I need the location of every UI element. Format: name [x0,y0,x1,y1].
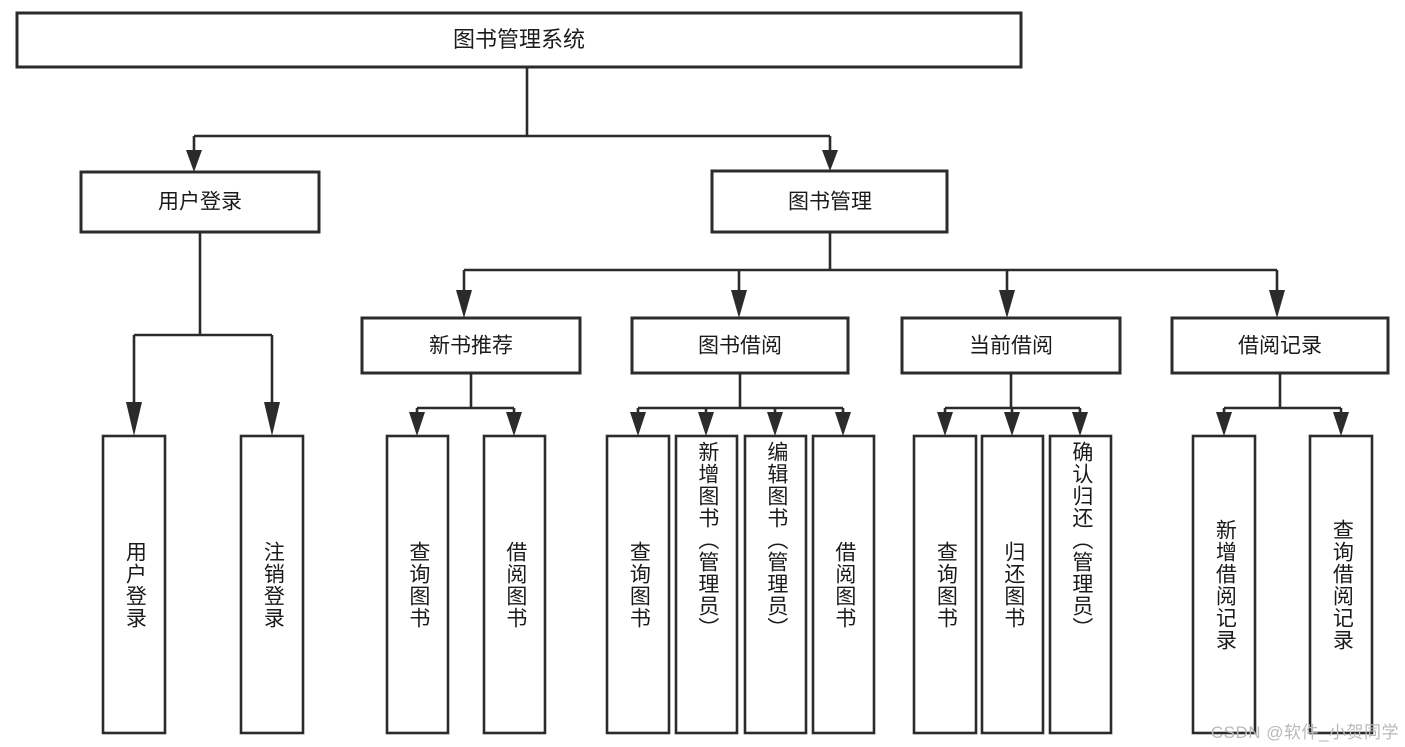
leaf-box-add-record[interactable] [1191,434,1257,735]
node-book-manage-label: 图书管理 [788,191,872,214]
node-root-box[interactable] [15,11,1023,69]
leaf-box-return-book[interactable] [980,434,1045,735]
arrowhead-book-manage [822,150,838,171]
leaf-box-query-record[interactable] [1308,434,1374,735]
node-current-borrow-box[interactable] [900,316,1122,375]
arrowhead-leaf-query-book-2 [630,412,646,436]
node-user-login[interactable]: 用户登录 [79,170,321,234]
node-current-borrow-label: 当前借阅 [969,335,1053,358]
arrowhead-leaf-add-book [698,412,714,436]
arrowhead-leaf-user-login [126,402,142,436]
node-root-label: 图书管理系统 [453,27,585,52]
arrowhead-leaf-edit-book [767,412,783,436]
node-borrow-record-box[interactable] [1170,316,1390,375]
leaf-box-query-book-2[interactable] [605,434,671,735]
arrowhead-borrow-record [1269,290,1285,318]
arrowhead-leaf-query-book-1 [409,412,425,436]
arrowhead-leaf-add-record [1216,412,1232,436]
arrowhead-leaf-borrow-book-2 [835,412,851,436]
node-book-borrow-label: 图书借阅 [698,335,782,358]
node-book-manage[interactable]: 图书管理 [710,169,949,234]
arrowhead-user-login [186,150,202,172]
leaf-box-add-book[interactable] [674,434,739,735]
leaf-box-borrow-book-2[interactable] [811,434,876,735]
leaf-box-query-book-3[interactable] [912,434,978,735]
leaf-box-user-login[interactable] [101,434,167,735]
node-book-borrow[interactable]: 图书借阅 [630,316,850,375]
watermark-label: CSDN @软件_小贺同学 [1210,723,1399,742]
node-new-book-rec-label: 新书推荐 [429,335,513,358]
arrowhead-leaf-borrow-book-1 [506,412,522,436]
arrowhead-leaf-query-book-3 [937,412,953,436]
arrowhead-leaf-confirm-return [1072,412,1088,436]
node-new-book-rec-box[interactable] [360,316,582,375]
arrowhead-current-borrow [999,290,1015,318]
arrowhead-leaf-user-logout [264,402,280,436]
leaf-box-confirm-return[interactable] [1048,434,1113,735]
node-user-login-label: 用户登录 [158,191,242,214]
node-root[interactable]: 图书管理系统 [15,11,1023,69]
node-borrow-record-label: 借阅记录 [1238,335,1322,358]
arrowhead-leaf-query-record [1333,412,1349,436]
node-borrow-record[interactable]: 借阅记录 [1170,316,1390,375]
leaf-box-borrow-book-1[interactable] [482,434,547,735]
leaf-box-edit-book[interactable] [743,434,808,735]
node-book-manage-box[interactable] [710,169,949,234]
leaf-box-user-logout[interactable] [239,434,305,735]
node-book-borrow-box[interactable] [630,316,850,375]
node-current-borrow[interactable]: 当前借阅 [900,316,1122,375]
node-new-book-rec[interactable]: 新书推荐 [360,316,582,375]
arrowhead-new-book-rec [456,290,472,318]
arrowhead-leaf-return-book [1004,412,1020,436]
leaf-box-query-book-1[interactable] [385,434,450,735]
arrowhead-book-borrow [731,290,747,318]
